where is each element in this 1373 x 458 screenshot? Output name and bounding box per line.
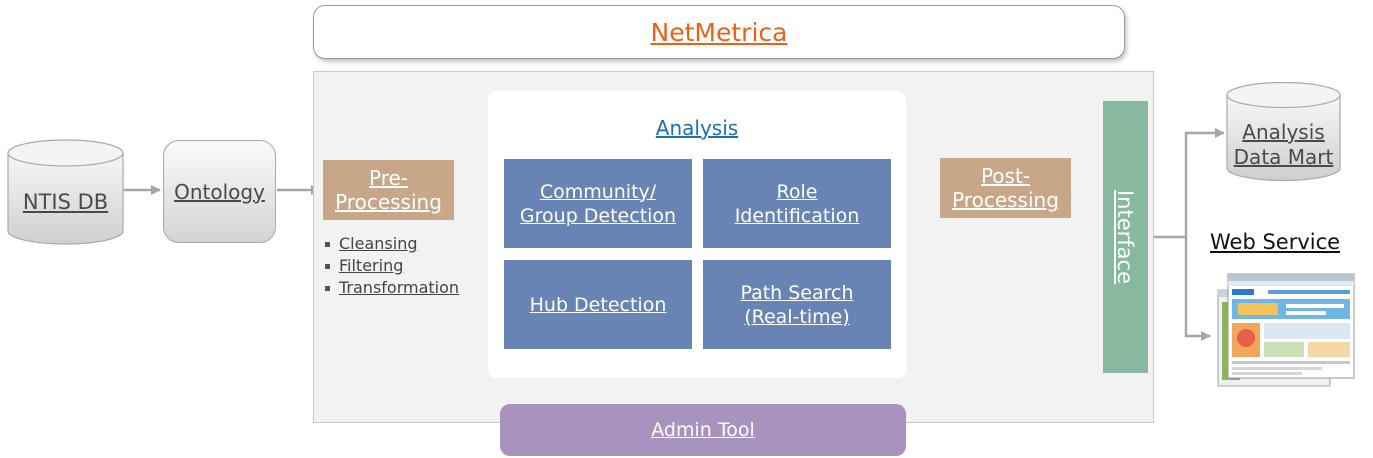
admin-tool-label: Admin Tool [651, 419, 755, 441]
module-community-group-detection: Community/ Group Detection [504, 159, 692, 248]
pre-processing-label: Pre- Processing [335, 166, 442, 214]
bullet-icon [325, 241, 330, 247]
interface-bar: Interface [1103, 101, 1148, 373]
step-filtering: Filtering [339, 256, 404, 275]
analysis-title-wrap: Analysis [488, 113, 906, 143]
bullet-icon [325, 285, 330, 291]
module-role-identification: Role Identification [703, 159, 891, 248]
arrow-interface-to-webservice [1184, 237, 1212, 342]
data-mart-database-icon: Analysis Data Mart [1226, 82, 1341, 182]
module-label: Path Search (Real-time) [740, 281, 854, 328]
app-title-bar: NetMetrica [313, 5, 1125, 59]
pre-processing-steps: Cleansing Filtering Transformation [325, 233, 495, 299]
list-item: Transformation [325, 277, 495, 299]
pre-processing-box: Pre- Processing [323, 160, 454, 220]
module-hub-detection: Hub Detection [504, 260, 692, 349]
web-service-title: Web Service [1210, 230, 1373, 254]
web-service-screenshot-icon [1216, 268, 1356, 388]
module-label: Hub Detection [529, 293, 667, 316]
ntis-db-database-icon: NTIS DB [7, 139, 124, 245]
arrow-interface-to-datamart [1148, 127, 1226, 239]
module-path-search: Path Search (Real-time) [703, 260, 891, 349]
step-cleansing: Cleansing [339, 234, 418, 253]
ntis-db-label: NTIS DB [22, 190, 109, 214]
list-item: Filtering [325, 255, 495, 277]
web-service-label: Web Service [1210, 230, 1341, 254]
step-transformation: Transformation [339, 278, 460, 297]
interface-label: Interface [1113, 189, 1138, 285]
ontology-box: Ontology [163, 140, 276, 243]
module-label: Role Identification [734, 180, 860, 227]
post-processing-label: Post- Processing [952, 164, 1059, 212]
app-title: NetMetrica [650, 17, 788, 47]
bullet-icon [325, 263, 330, 269]
data-mart-label: Analysis Data Mart [1233, 120, 1334, 169]
list-item: Cleansing [325, 233, 495, 255]
analysis-title: Analysis [655, 116, 739, 140]
module-label: Community/ Group Detection [519, 180, 677, 227]
admin-tool-bar: Admin Tool [500, 404, 906, 456]
ontology-label: Ontology [174, 179, 265, 204]
post-processing-box: Post- Processing [940, 158, 1071, 218]
